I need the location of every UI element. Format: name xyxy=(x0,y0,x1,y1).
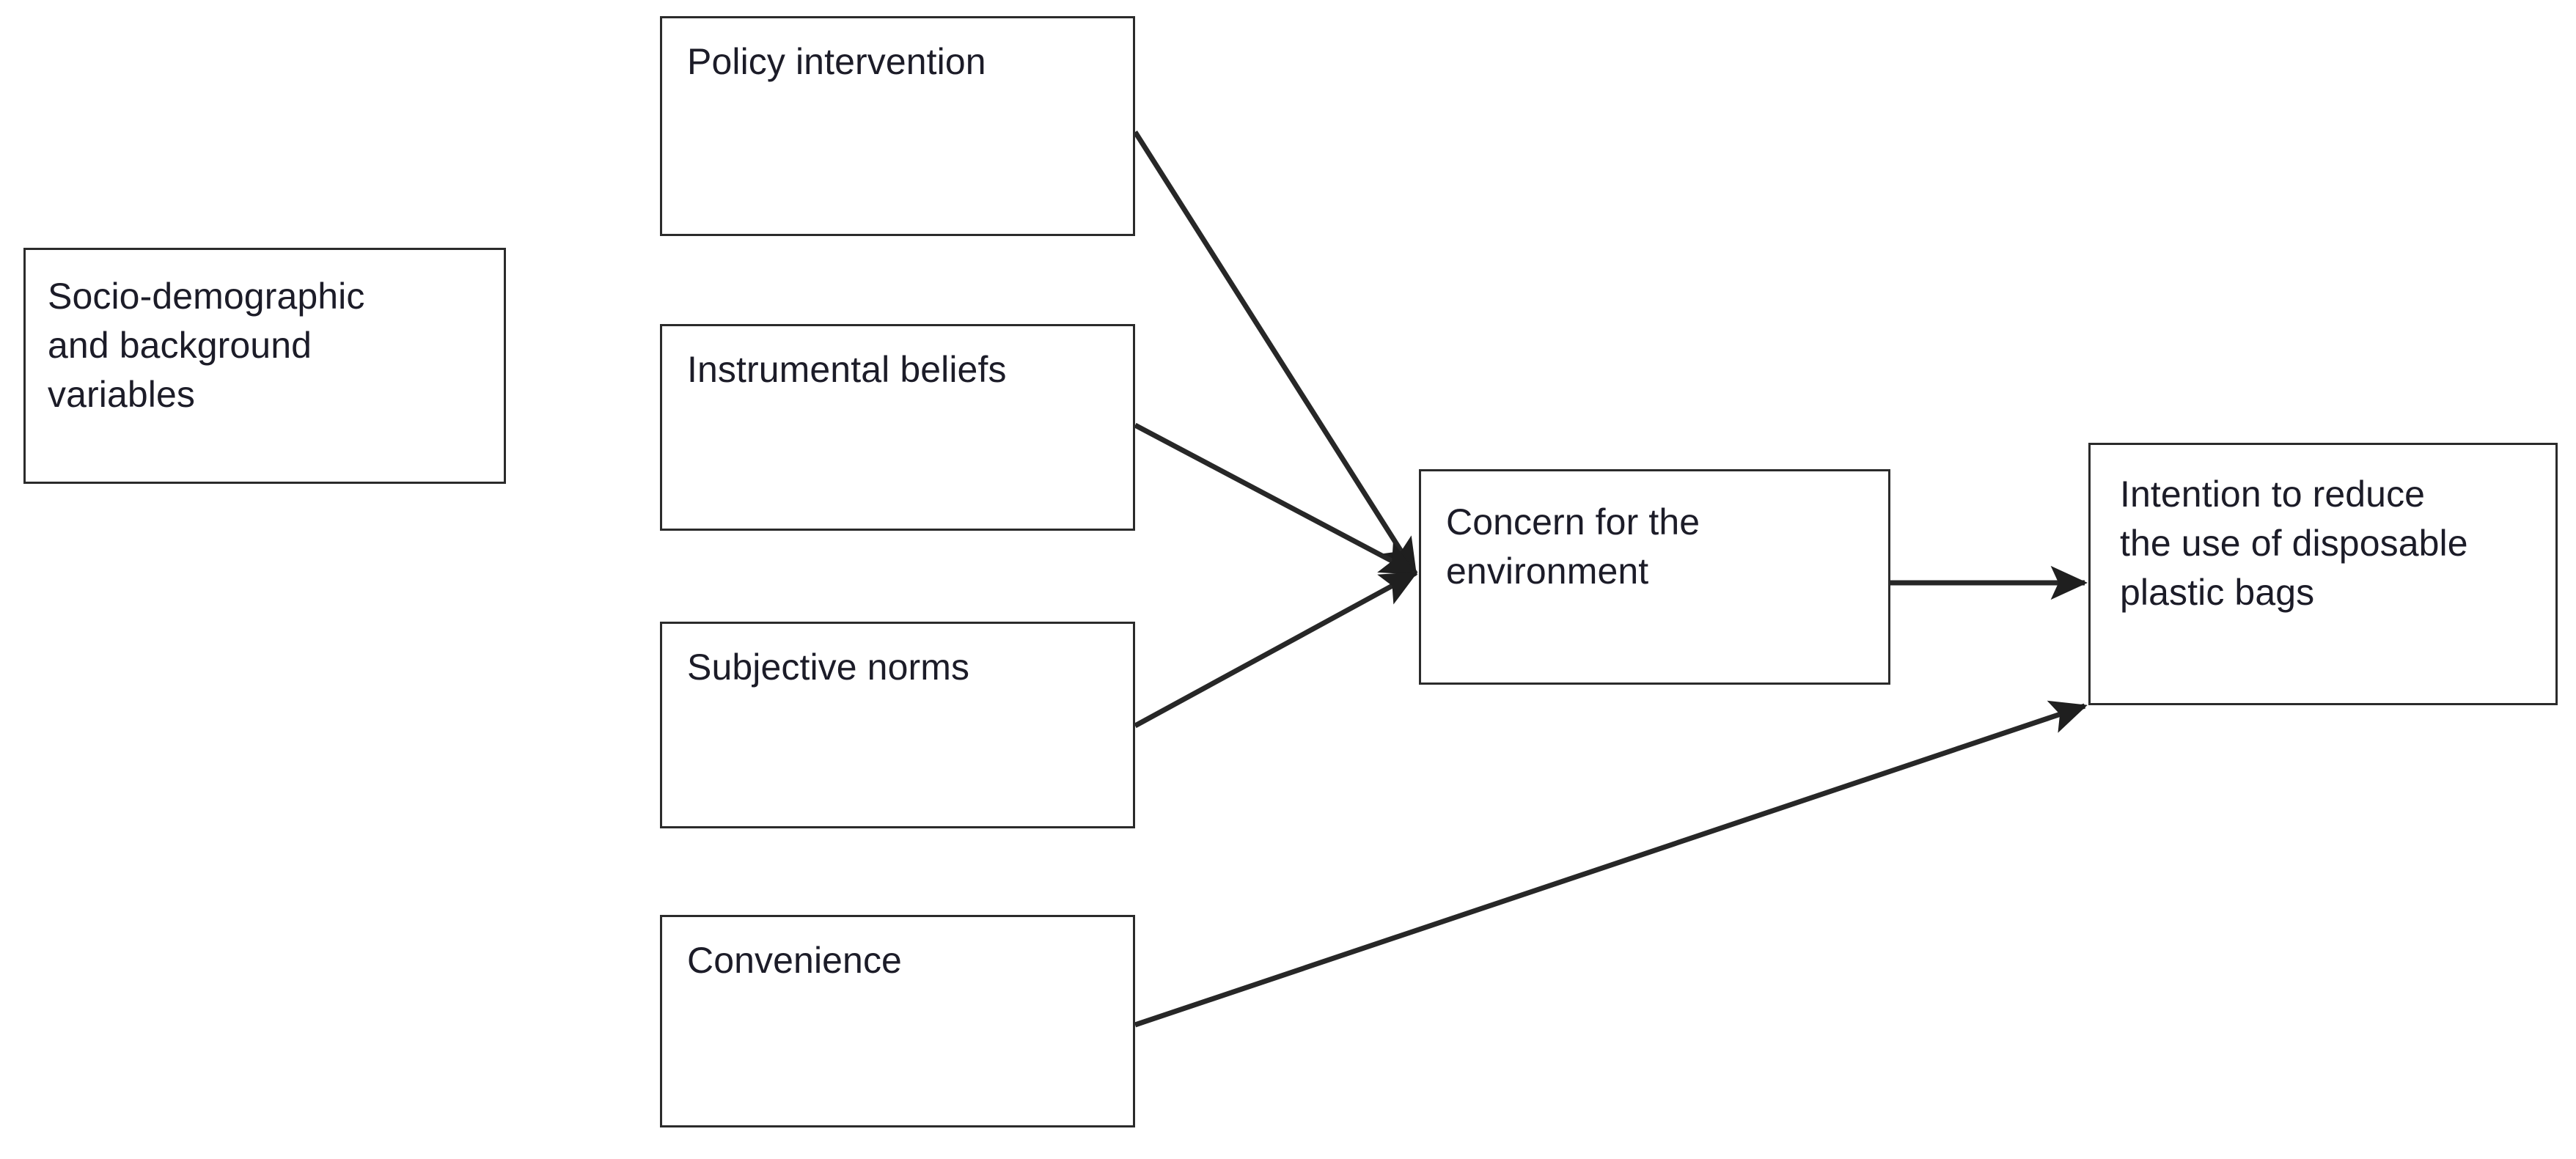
edge-instrumental-to-concern xyxy=(1134,422,1418,576)
node-intention-to-reduce-plastic-bags: Intention to reduce the use of disposabl… xyxy=(2088,443,2558,705)
node-socio-demographic-variables: Socio-demographic and background variabl… xyxy=(23,248,506,484)
node-policy-intervention-label: Policy intervention xyxy=(687,41,986,82)
node-socio-demographic-variables-label: Socio-demographic and background variabl… xyxy=(48,276,365,415)
edge-subjective-to-concern xyxy=(1134,570,1418,729)
node-convenience: Convenience xyxy=(660,915,1135,1127)
node-subjective-norms-label: Subjective norms xyxy=(687,647,970,688)
node-concern-for-the-environment-label: Concern for the environment xyxy=(1446,501,1700,592)
edge-policy-to-concern xyxy=(1133,130,1417,576)
node-instrumental-beliefs: Instrumental beliefs xyxy=(660,324,1135,531)
node-subjective-norms: Subjective norms xyxy=(660,622,1135,828)
node-concern-for-the-environment: Concern for the environment xyxy=(1419,469,1890,685)
node-policy-intervention: Policy intervention xyxy=(660,16,1135,236)
node-intention-to-reduce-plastic-bags-label: Intention to reduce the use of disposabl… xyxy=(2120,474,2468,613)
node-instrumental-beliefs-label: Instrumental beliefs xyxy=(687,349,1007,390)
edge-convenience-to-intention xyxy=(1134,700,2088,1028)
node-convenience-label: Convenience xyxy=(687,940,902,981)
